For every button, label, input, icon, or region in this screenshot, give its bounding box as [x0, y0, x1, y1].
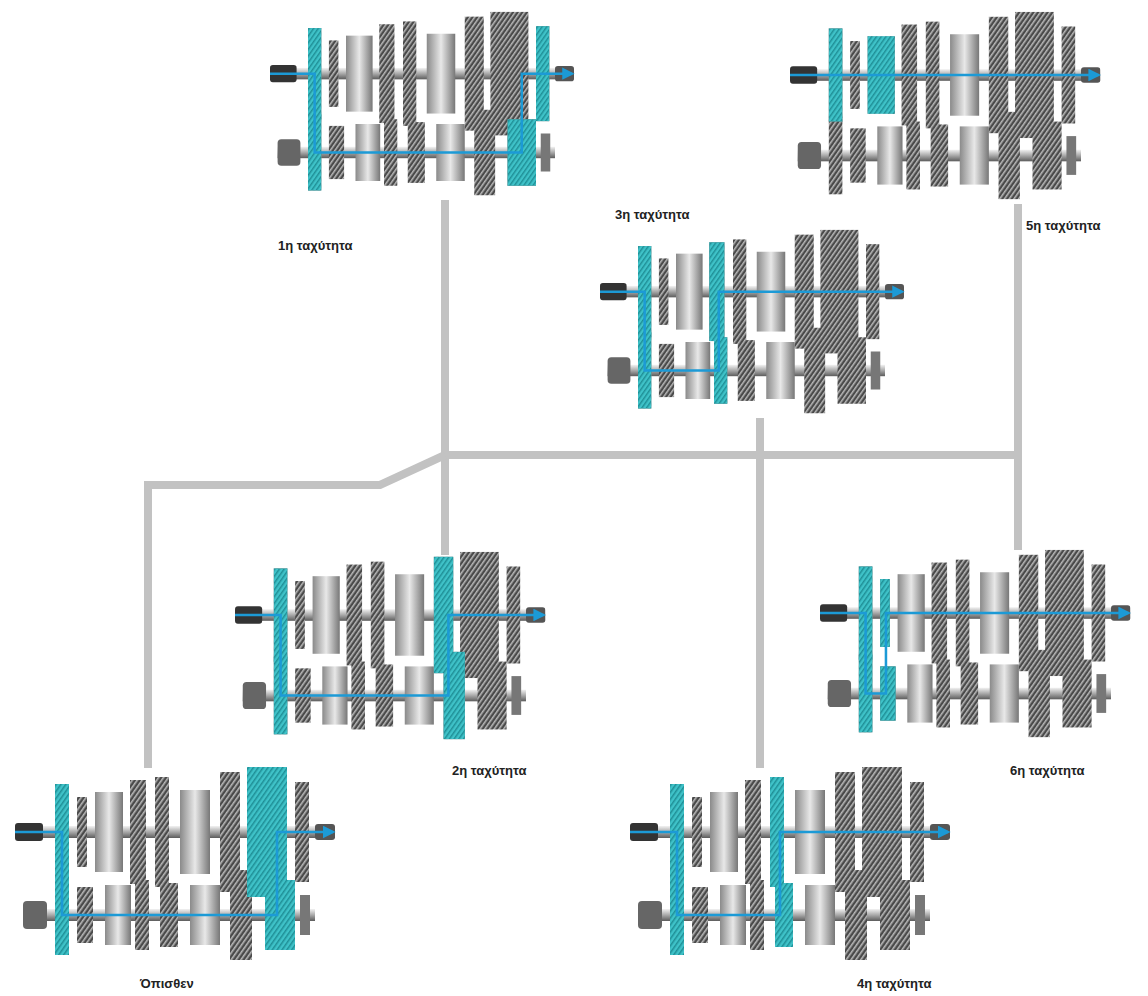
shift-gate: [148, 200, 1018, 768]
gear-label: Όπισθεν: [140, 976, 194, 992]
gearbox-reverse: [15, 767, 335, 960]
gearbox-sixth: [820, 550, 1130, 737]
gearbox-third: [600, 230, 904, 413]
gear-label: 3η ταχύτητα: [615, 207, 689, 223]
gearbox-second: [235, 552, 545, 739]
gear-label: 2η ταχύτητα: [452, 763, 526, 779]
gearbox-fifth: [790, 12, 1100, 199]
gear-label: 1η ταχύτητα: [278, 238, 352, 254]
gear-label: 4η ταχύτητα: [857, 976, 931, 992]
gearbox-first: [270, 12, 574, 195]
gear-label: 6η ταχύτητα: [1010, 763, 1084, 779]
gearbox-fourth: [630, 767, 950, 960]
gear-label: 5η ταχύτητα: [1026, 218, 1100, 234]
